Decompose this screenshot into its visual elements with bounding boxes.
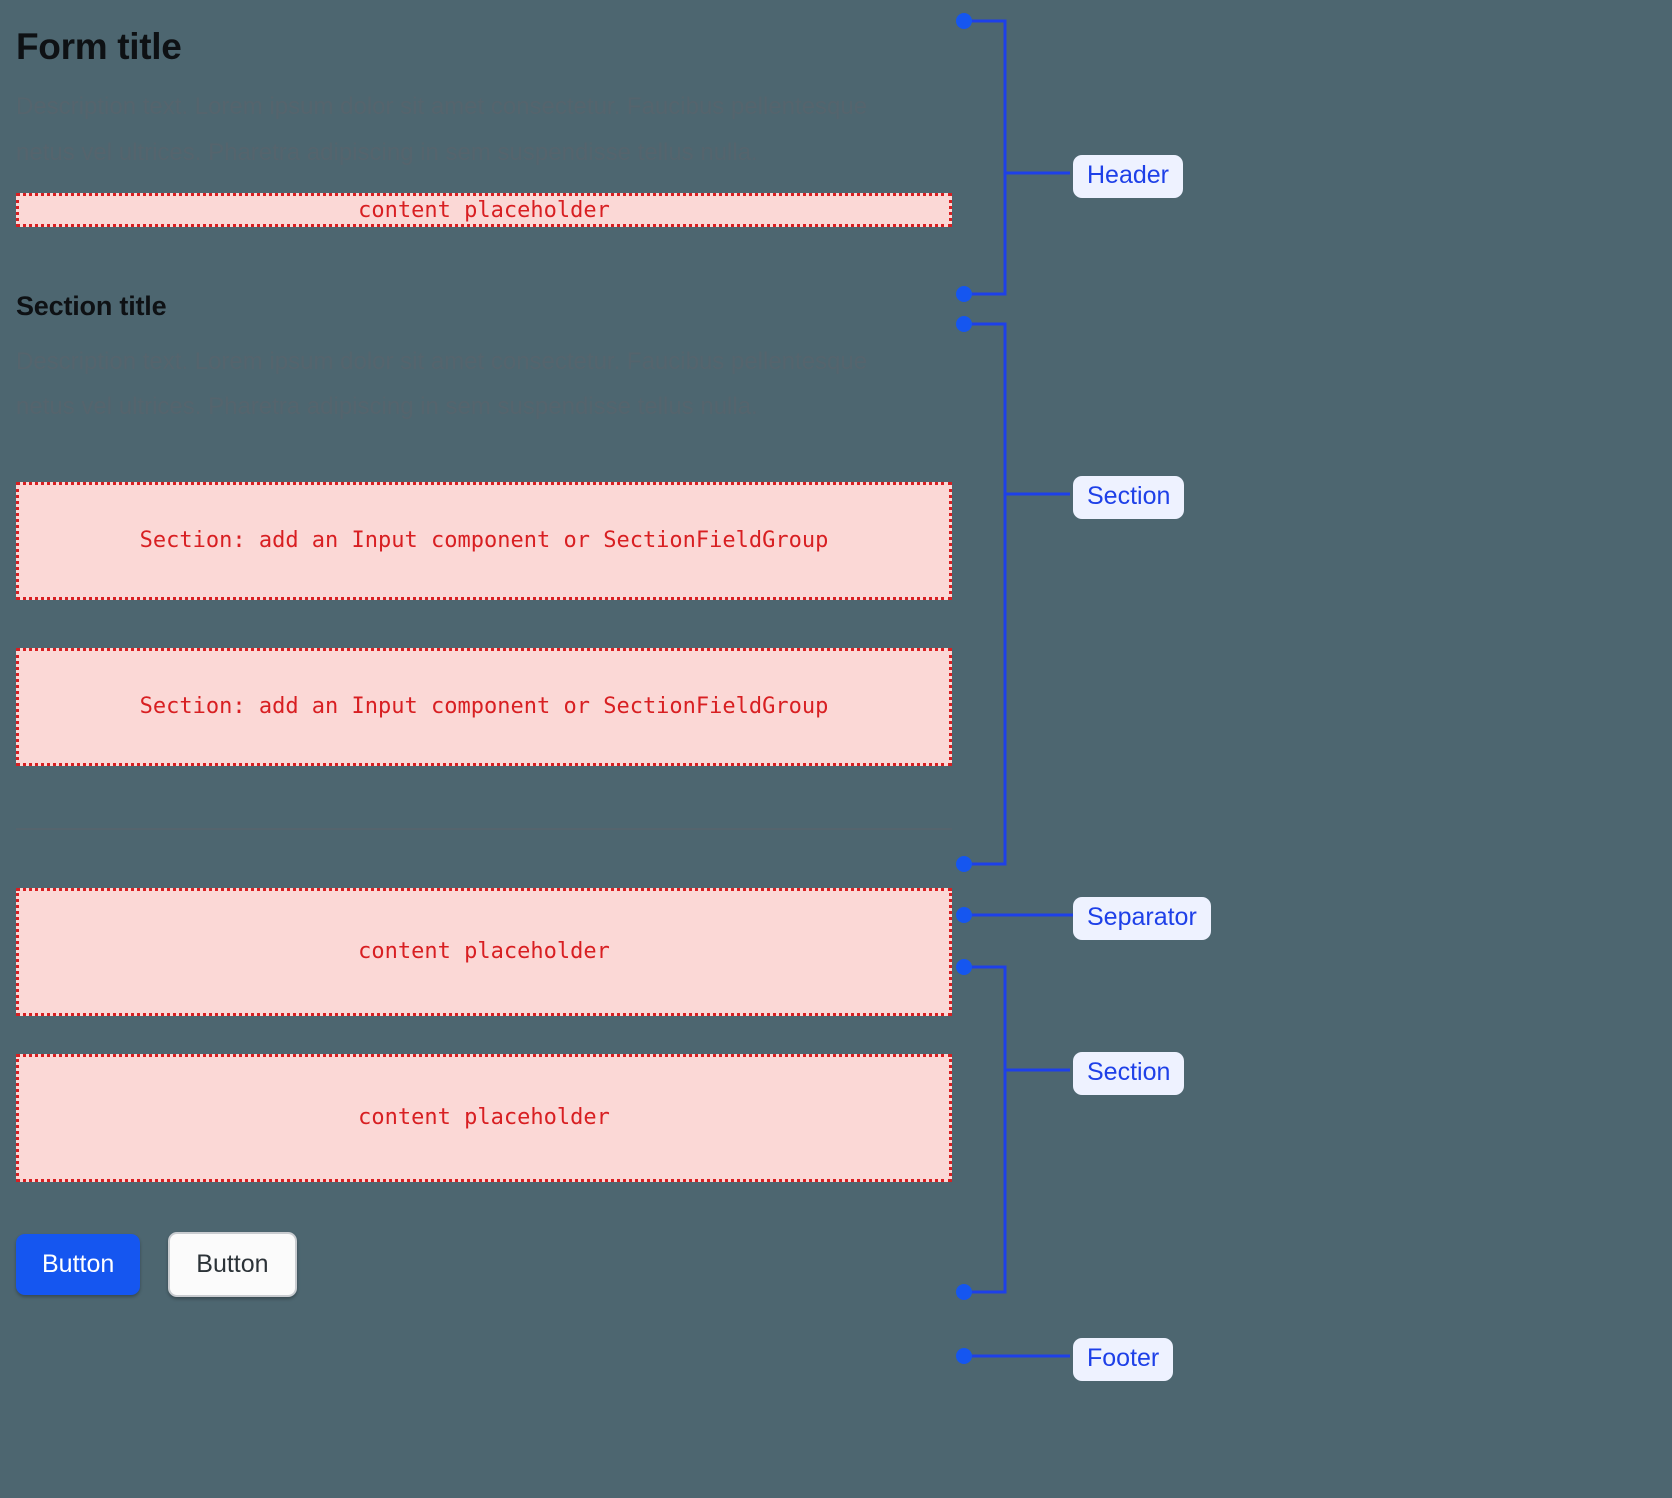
anchor-dot-section-one-top: [956, 316, 972, 332]
anchor-dot-section-two-bottom: [956, 1284, 972, 1300]
form-title: Form title: [16, 26, 182, 67]
section-two-bracket: [965, 965, 1007, 1294]
annotation-label-section-one[interactable]: Section: [1073, 476, 1185, 519]
section-one-field-placeholder-1: Section: add an Input component or Secti…: [16, 481, 952, 600]
footer-secondary-button[interactable]: Button: [168, 1231, 297, 1297]
header-bracket: [965, 19, 1007, 296]
section-one: Section title Description text. Lorem ip…: [16, 289, 952, 766]
annotation-label-footer[interactable]: Footer: [1073, 1338, 1174, 1381]
section-two-content-placeholder-1: content placeholder: [16, 887, 952, 1016]
section-two: content placeholder content placeholder: [16, 887, 952, 1182]
annotation-label-section-two[interactable]: Section: [1073, 1052, 1185, 1095]
form-description: Description text. Lorem ipsum dolor sit …: [16, 93, 868, 166]
footer-primary-button[interactable]: Button: [16, 1233, 141, 1295]
annotation-anchor-dots: [956, 13, 972, 1364]
section-one-bracket: [965, 322, 1007, 866]
anchor-dot-section-two-top: [956, 959, 972, 975]
annotation-label-separator[interactable]: Separator: [1073, 897, 1211, 940]
form-separator: [16, 827, 952, 830]
anchor-dot-header-top: [956, 13, 972, 29]
annotation-label-header[interactable]: Header: [1073, 155, 1183, 198]
section-one-field-placeholder-2: Section: add an Input component or Secti…: [16, 647, 952, 766]
section-one-description: Description text. Lorem ipsum dolor sit …: [16, 347, 868, 421]
anchor-dot-footer: [956, 1348, 972, 1364]
anchor-dot-separator: [956, 907, 972, 923]
anchor-dot-section-one-bottom: [956, 856, 972, 872]
form-column: Form title Description text. Lorem ipsum…: [16, 0, 952, 1297]
form-header: Form title Description text. Lorem ipsum…: [16, 24, 952, 228]
section-two-content-placeholder-2: content placeholder: [16, 1053, 952, 1182]
header-content-placeholder: content placeholder: [16, 193, 952, 228]
anchor-dot-header-bottom: [956, 286, 972, 302]
section-one-title: Section title: [16, 291, 167, 322]
form-footer: Button Button: [16, 1231, 952, 1297]
